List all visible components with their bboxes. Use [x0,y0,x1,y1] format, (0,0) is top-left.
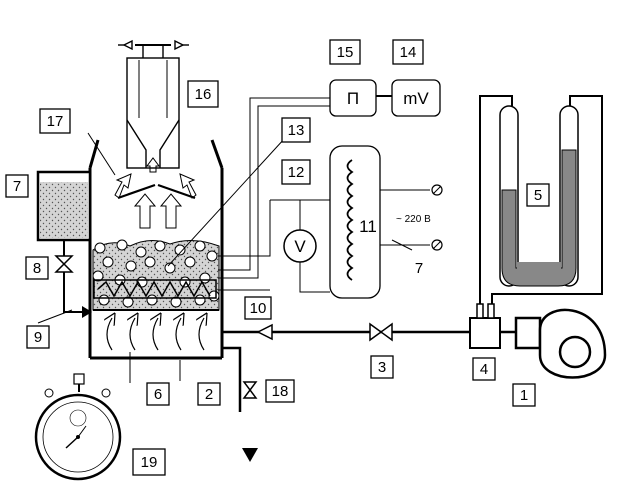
instrument-wiring [218,95,430,293]
label-19: 19 [132,448,166,476]
drain-valve-18 [242,381,258,462]
label-7-tank: 7 [5,174,29,198]
plug-terminal-top [431,184,443,196]
supply-voltage-label: ~ 220 В [396,214,431,225]
voltmeter: V [283,229,317,263]
air-flow-arrows-lower [107,318,204,351]
svg-text:8: 8 [33,260,41,277]
label-2: 2 [197,382,221,406]
label-4: 4 [472,357,496,381]
flowmeter-4 [469,303,501,349]
svg-text:17: 17 [47,113,64,130]
deflector-baffle [117,183,196,200]
cyclone-separator [118,39,189,169]
u-tube-manometer [479,95,603,304]
svg-text:6: 6 [154,386,162,403]
svg-text:7: 7 [13,178,21,195]
svg-text:1: 1 [520,387,528,404]
blower-1 [514,308,607,379]
air-flow-arrows-upper [114,157,197,229]
label-12: 12 [281,159,311,185]
label-18: 18 [265,379,295,403]
label-15: 15 [329,39,361,65]
svg-text:16: 16 [195,86,212,103]
label-6: 6 [146,382,170,406]
label-16: 16 [187,80,219,108]
svg-text:3: 3 [378,359,386,376]
millivoltmeter: mV [391,79,441,117]
converter-p: П [329,79,377,117]
leader-lines [37,132,286,383]
voltmeter-symbol: V [294,237,306,256]
svg-text:19: 19 [141,454,158,471]
label-9: 9 [26,325,50,349]
stopwatch [34,373,122,481]
svg-text:10: 10 [250,300,267,317]
svg-text:12: 12 [288,164,305,181]
feed-water-tank [36,170,92,318]
autotransformer-11 [329,145,381,299]
label-3: 3 [370,355,394,379]
label-7-switch: 7 [415,260,423,277]
svg-text:4: 4 [480,361,488,378]
label-14: 14 [392,39,424,65]
valve-3 [369,322,393,342]
millivoltmeter-symbol: mV [403,89,429,108]
label-13: 13 [281,117,311,143]
svg-text:2: 2 [205,386,213,403]
svg-text:14: 14 [400,44,417,61]
label-17: 17 [39,108,71,134]
label-1: 1 [512,383,536,407]
label-8: 8 [25,256,49,280]
svg-text:5: 5 [534,187,542,204]
valve-8 [54,255,74,273]
svg-text:9: 9 [34,329,42,346]
svg-text:13: 13 [288,122,305,139]
plug-terminal-bottom [431,239,443,251]
label-11: 11 [359,217,377,236]
svg-text:15: 15 [337,44,354,61]
heater-coil [93,279,217,299]
label-5: 5 [526,183,550,207]
converter-symbol: П [347,89,359,108]
svg-text:18: 18 [272,383,289,400]
check-valve-10 [256,323,273,341]
label-10: 10 [244,296,272,320]
